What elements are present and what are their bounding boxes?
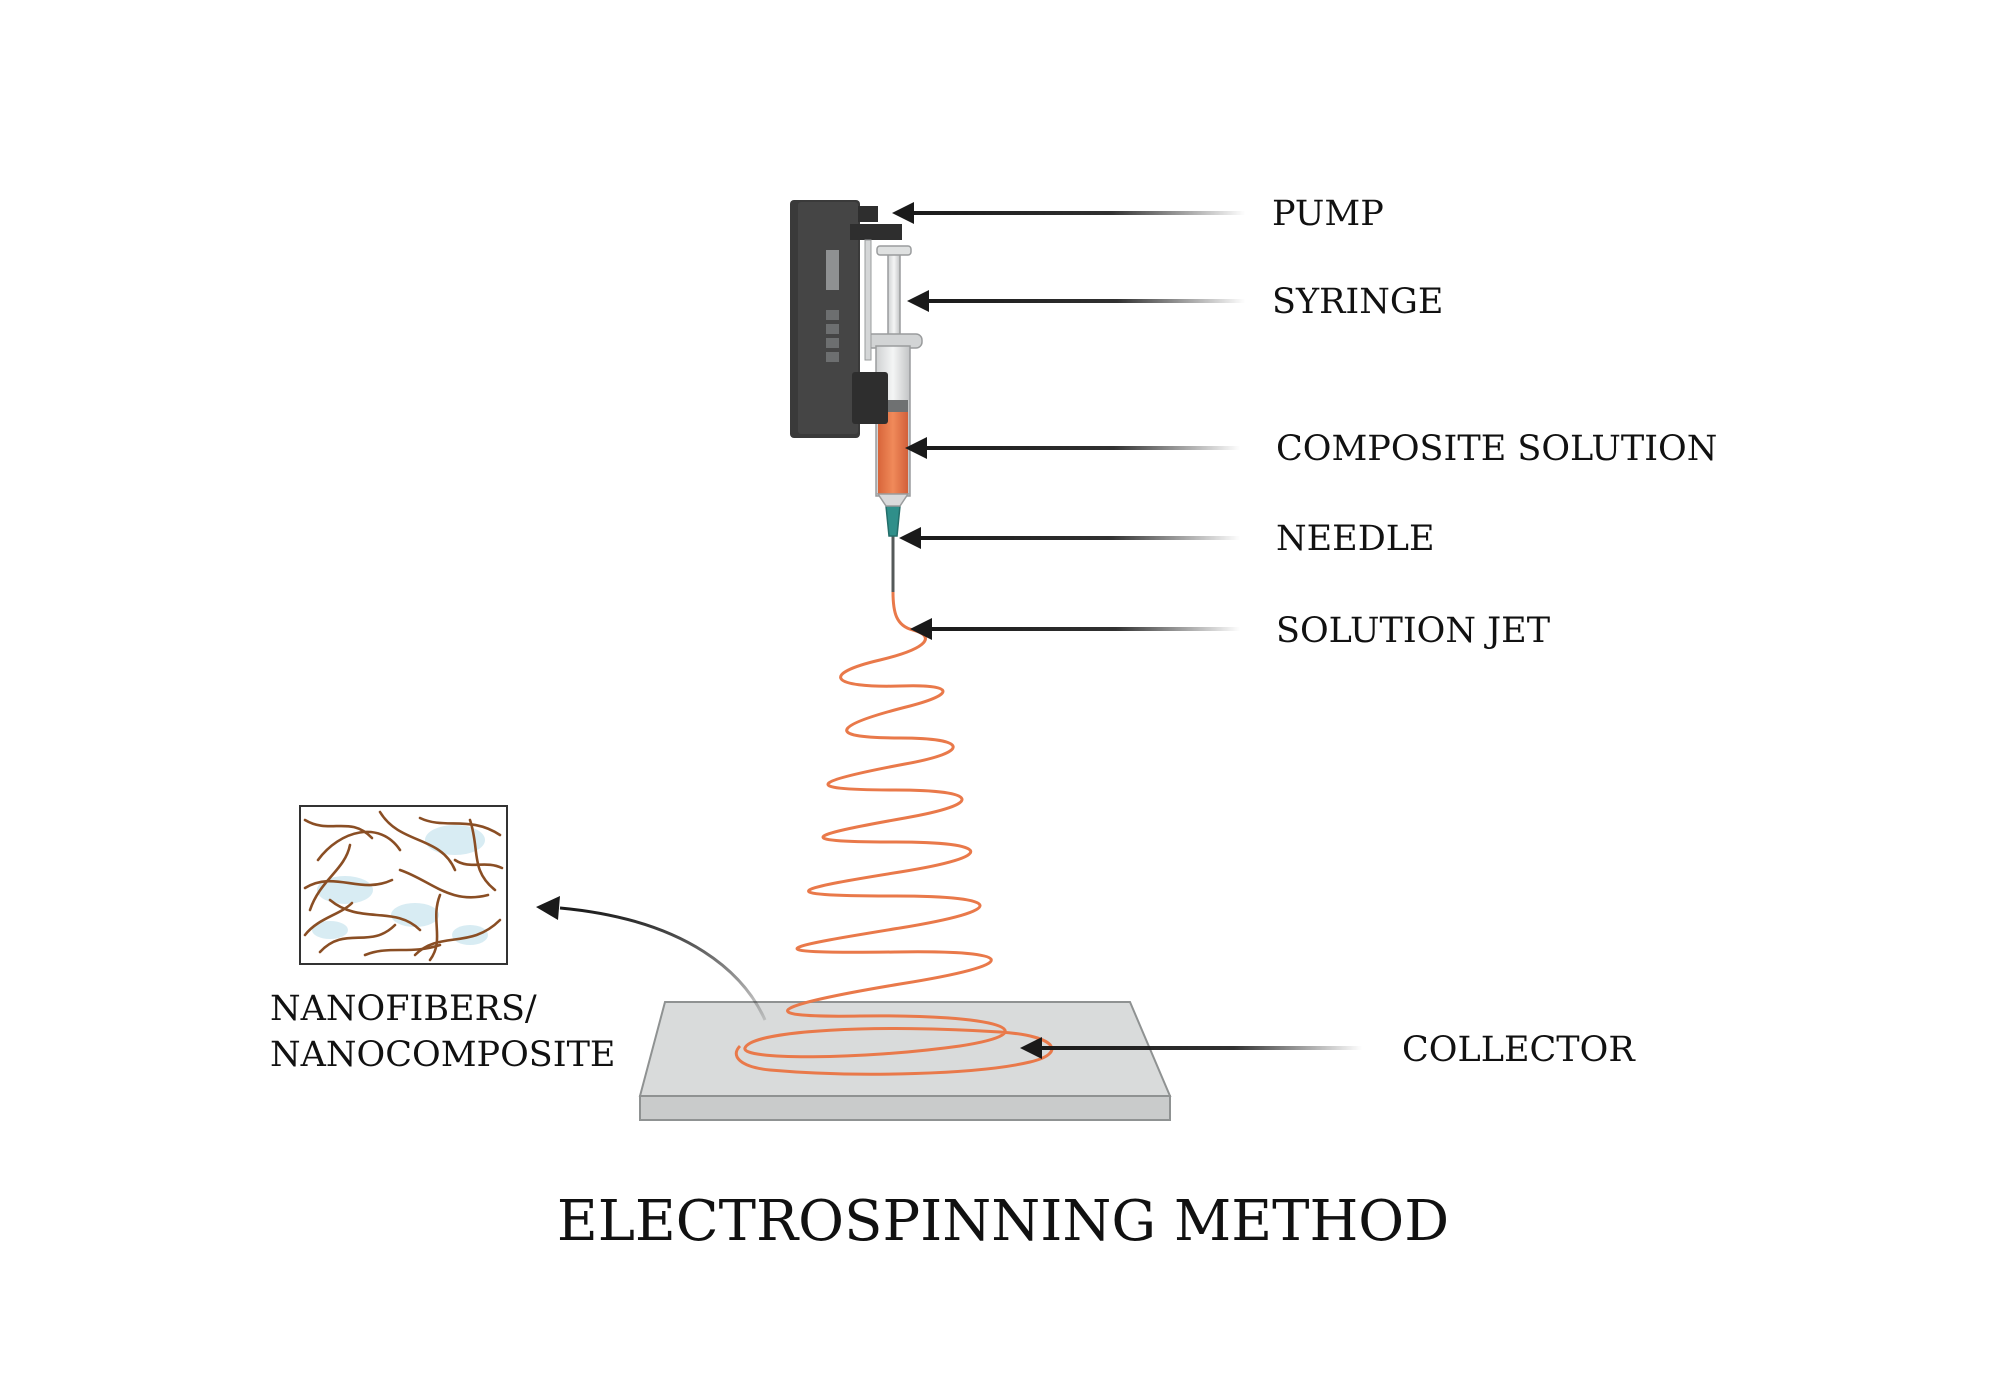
arrow-solution-jet [910,618,1240,640]
label-nanofibers-line1: NANOFIBERS/ [270,989,537,1029]
arrows [536,202,1362,1059]
label-needle: NEEDLE [1276,519,1435,559]
label-syringe: SYRINGE [1272,282,1443,322]
syringe-pump [790,200,902,438]
label-pump: PUMP [1272,194,1384,234]
arrow-nanofibers [536,896,767,1021]
label-nanofibers-line2: NANOCOMPOSITE [270,1035,615,1075]
nanofiber-inset [299,805,508,965]
label-composite-solution: COMPOSITE SOLUTION [1276,429,1717,469]
diagram-title: ELECTROSPINNING METHOD [557,1189,1449,1254]
arrow-syringe [907,290,1245,312]
composite-solution-fill [878,412,908,494]
arrow-collector [1020,1037,1362,1059]
arrow-needle [899,527,1240,549]
label-collector: COLLECTOR [1402,1030,1636,1070]
needle [885,505,901,592]
arrow-pump [892,202,1245,224]
solution-jet-spiral [734,591,1054,1076]
arrow-composite-solution [905,437,1240,459]
label-solution-jet: SOLUTION JET [1276,611,1550,651]
collector-plate [638,1001,1172,1121]
